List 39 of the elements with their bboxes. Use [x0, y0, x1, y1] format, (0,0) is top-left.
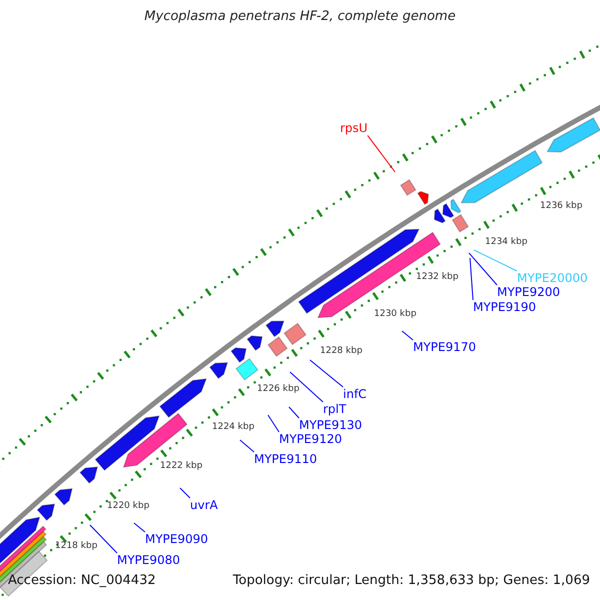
genome-info-text: Topology: circular; Length: 1,358,633 bp; Genes: 1,069 — [232, 573, 590, 589]
gene-label: MYPE9080 — [117, 553, 180, 568]
scale-label: 1230 kbp — [374, 309, 416, 320]
leader-line — [470, 258, 474, 300]
leader-line — [310, 360, 344, 388]
scale-label: 1226 kbp — [257, 384, 300, 395]
gene-label: MYPE9170 — [413, 340, 476, 354]
title-text: Mycoplasma penetrans HF-2, complete genome — [143, 9, 457, 25]
accession-text: Accession: NC_004432 — [8, 573, 156, 589]
scale-label: 1224 kbp — [212, 422, 254, 433]
scale-label: 1228 kbp — [320, 346, 362, 357]
leader-line — [268, 414, 280, 432]
gene-label: MYPE9190 — [473, 300, 536, 314]
scale-label: 1222 kbp — [160, 461, 202, 472]
leader-line — [240, 440, 254, 452]
gene-label: MYPE9200 — [497, 285, 560, 300]
leader-line — [468, 252, 498, 286]
scale-label: 1220 kbp — [107, 501, 150, 512]
gene-label: infC — [343, 387, 367, 402]
scale-label: 1234 kbp — [485, 237, 528, 248]
gene-label: uvrA — [190, 498, 218, 512]
leader-line — [134, 522, 146, 532]
gene-label: MYPE9110 — [254, 452, 318, 466]
leader-line — [367, 134, 396, 172]
leader-line — [474, 250, 518, 272]
leader-line — [90, 524, 118, 554]
leader-line — [180, 488, 190, 498]
scale-label: 1236 kbp — [540, 201, 582, 212]
gene-label: MYPE9090 — [145, 532, 208, 546]
leader-line — [402, 330, 414, 340]
scale-label: 1232 kbp — [416, 272, 458, 283]
scale-label: 1218 kbp — [55, 541, 98, 552]
gene-label: MYPE9130 — [299, 418, 362, 432]
gene-label: rplT — [323, 402, 346, 416]
gene-label: rpsU — [340, 121, 368, 136]
gene-label: MYPE9120 — [279, 432, 342, 446]
gene-label: MYPE20000 — [517, 271, 588, 286]
leader-line — [290, 372, 324, 402]
leader-line — [288, 406, 300, 418]
